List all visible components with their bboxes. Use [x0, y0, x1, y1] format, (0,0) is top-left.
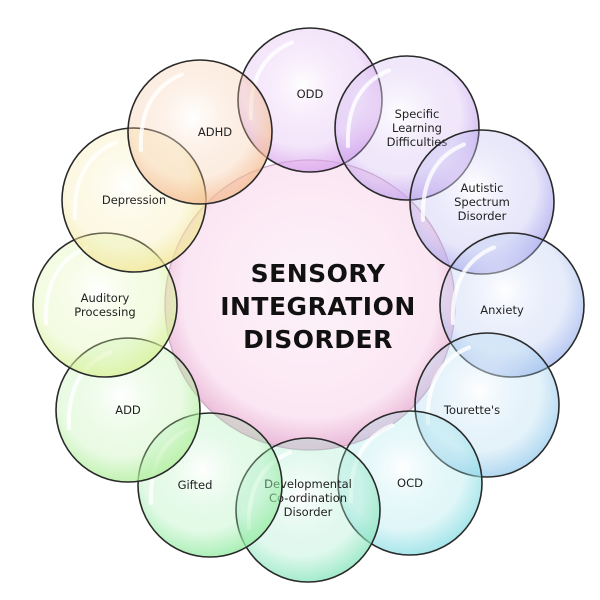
satellite-label: Learning — [392, 121, 442, 135]
center-title-line-3: DISORDER — [243, 325, 393, 354]
satellite-label: ADHD — [198, 125, 232, 139]
satellite-label: Spectrum — [454, 195, 510, 209]
satellite-label: Auditory — [81, 291, 130, 305]
satellite-label: Anxiety — [480, 303, 524, 317]
gloss-highlight — [72, 140, 118, 220]
satellite-label: Gifted — [178, 478, 213, 492]
satellite-label: Depression — [102, 193, 166, 207]
satellite-circle — [127, 59, 273, 205]
satellite-circles: ODDSpecificLearningDifficultiesAutisticS… — [32, 27, 585, 583]
center-title-line-1: SENSORY — [251, 259, 386, 288]
satellite-label: Disorder — [284, 505, 333, 519]
satellite-adhd: ADHD — [127, 59, 273, 205]
satellite-label: OCD — [397, 476, 423, 490]
satellite-label: Difficulties — [387, 135, 448, 149]
satellite-label: Disorder — [458, 209, 507, 223]
satellite-label: ODD — [297, 87, 324, 101]
center-title: SENSORY INTEGRATION DISORDER — [220, 259, 416, 354]
gloss-highlight — [425, 345, 471, 425]
gloss-highlight — [420, 142, 466, 222]
gloss-highlight — [138, 72, 184, 152]
satellite-label: Developmental — [264, 477, 352, 491]
satellite-label: Autistic — [461, 181, 504, 195]
satellite-label: ADD — [115, 403, 141, 417]
center-title-line-2: INTEGRATION — [220, 292, 416, 321]
satellite-label: Co-ordination — [269, 491, 347, 505]
gloss-highlight — [450, 245, 496, 325]
gloss-highlight — [345, 68, 391, 148]
gloss-highlight — [43, 245, 89, 325]
satellite-label: Tourette's — [443, 403, 500, 417]
satellite-label: Processing — [74, 305, 135, 319]
satellite-label: Specific — [395, 107, 440, 121]
